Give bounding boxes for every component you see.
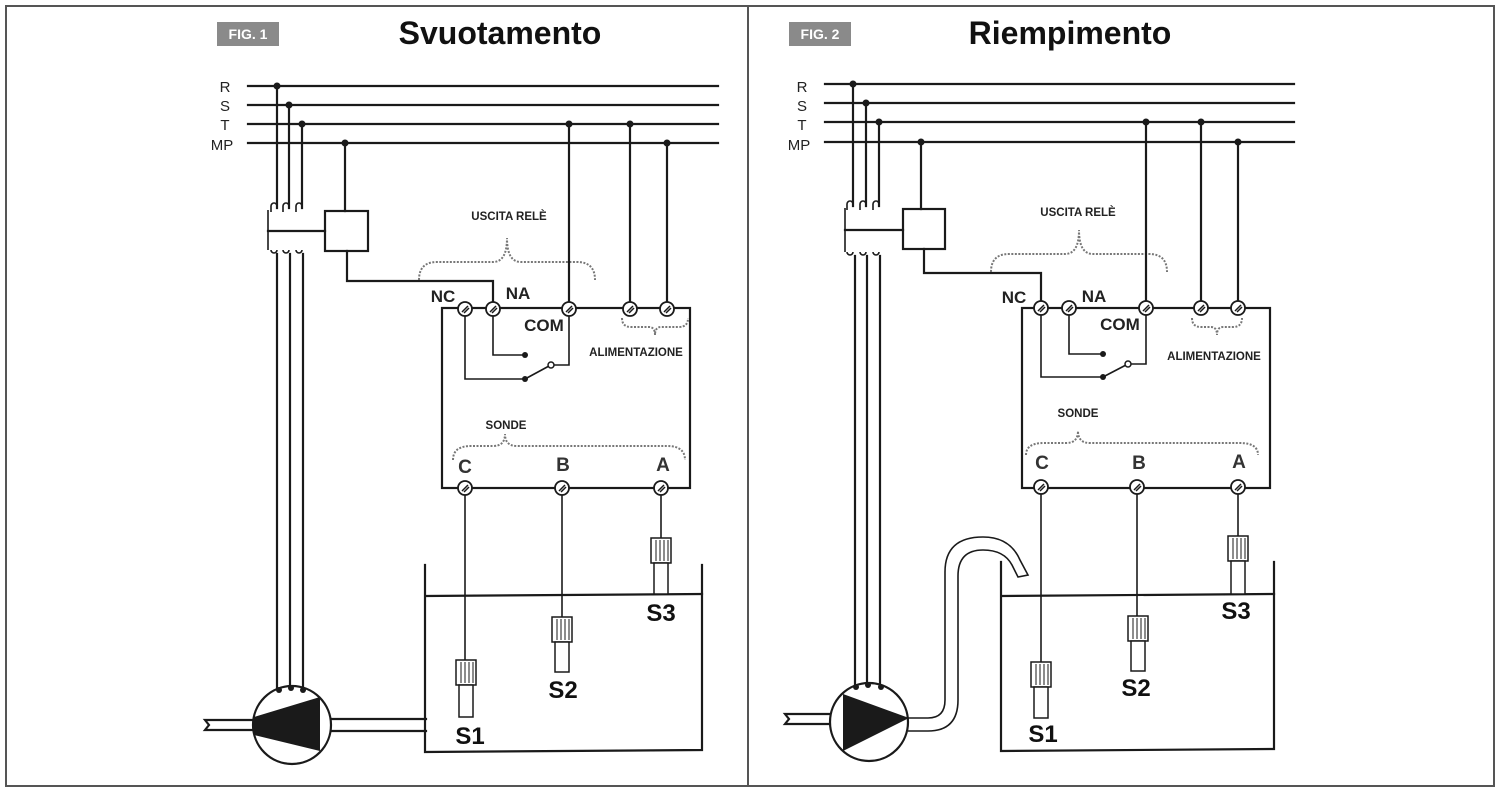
probe-term-label-b: B xyxy=(556,455,570,476)
tank xyxy=(999,560,1276,753)
probe-term-label-c: C xyxy=(1035,453,1049,474)
bus-labels: R S T MP xyxy=(211,79,234,154)
relay-output-label: USCITA RELÈ xyxy=(1040,206,1116,219)
probes-brace xyxy=(452,433,686,461)
bus-label-mp: MP xyxy=(788,137,811,154)
contactor-coil xyxy=(323,209,370,253)
outer-frame xyxy=(5,5,1495,787)
probe-label-s1: S1 xyxy=(1028,721,1057,748)
bus-label-r: R xyxy=(797,79,808,96)
probe-term-label-c: C xyxy=(458,457,472,478)
probe-term-label-b: B xyxy=(1132,453,1146,474)
term-label-com: COM xyxy=(1100,315,1140,334)
pump xyxy=(782,681,910,763)
fig-tag: FIG. 1 xyxy=(217,22,279,46)
probe-label-s1: S1 xyxy=(455,723,484,750)
term-label-na: NA xyxy=(1082,287,1107,306)
probe-s1 xyxy=(1030,661,1052,719)
pump-triangle-icon xyxy=(843,694,909,751)
contactor-coil xyxy=(901,207,947,251)
power-label: ALIMENTAZIONE xyxy=(589,347,683,359)
bus-label-mp: MP xyxy=(211,137,234,154)
probes-brace xyxy=(1025,430,1259,456)
probe-s3 xyxy=(650,537,672,595)
bus-label-t: T xyxy=(220,117,229,134)
probe-label-s2: S2 xyxy=(548,677,577,704)
figure-title: Riempimento xyxy=(969,15,1172,51)
bus-lines xyxy=(246,84,720,145)
term-label-na: NA xyxy=(506,284,531,303)
probe-label-s2: S2 xyxy=(1121,675,1150,702)
probe-s1 xyxy=(455,659,477,718)
relay-switch xyxy=(1040,308,1147,380)
junctions xyxy=(273,82,671,147)
figure-1-emptying: FIG. 1 Svuotamento R S T MP xyxy=(202,15,720,766)
bus-label-t: T xyxy=(797,117,806,134)
figure-title: Svuotamento xyxy=(399,15,602,51)
term-label-nc: NC xyxy=(1002,288,1027,307)
bus-label-r: R xyxy=(220,79,231,96)
pump xyxy=(202,684,428,766)
probe-s3 xyxy=(1227,535,1249,595)
probe-label-s3: S3 xyxy=(646,600,675,627)
probe-s2 xyxy=(551,616,573,673)
discharge-pipe xyxy=(908,536,1030,732)
relay-output-brace xyxy=(990,229,1168,273)
relay-output-label: USCITA RELÈ xyxy=(471,210,547,223)
junctions xyxy=(849,80,1242,146)
power-label: ALIMENTAZIONE xyxy=(1167,351,1261,363)
pump-triangle-icon xyxy=(254,697,320,751)
water-level xyxy=(1000,592,1276,598)
term-label-nc: NC xyxy=(431,287,456,306)
relay-terminals xyxy=(457,301,675,317)
power-brace xyxy=(621,317,689,336)
fig-tag-label: FIG. 1 xyxy=(229,26,268,42)
probe-term-label-a: A xyxy=(656,455,670,476)
term-label-com: COM xyxy=(524,316,564,335)
probe-s2 xyxy=(1127,615,1149,672)
probes-label: SONDE xyxy=(486,420,527,432)
figure-2-filling: FIG. 2 Riempimento R S T MP xyxy=(782,15,1296,763)
bus-lines xyxy=(823,82,1296,144)
relay-terminals xyxy=(1033,300,1246,316)
contactor xyxy=(266,84,495,692)
contactor xyxy=(843,82,1043,690)
bus-label-s: S xyxy=(797,98,807,115)
probe-label-s3: S3 xyxy=(1221,598,1250,625)
fig-tag: FIG. 2 xyxy=(789,22,851,46)
probe-term-label-a: A xyxy=(1232,452,1246,473)
bus-label-s: S xyxy=(220,98,230,115)
power-brace xyxy=(1191,317,1243,336)
probes-label: SONDE xyxy=(1058,408,1099,420)
bus-labels: R S T MP xyxy=(788,79,811,154)
relay-output-brace xyxy=(418,237,596,281)
relay-switch xyxy=(464,308,570,382)
fig-tag-label: FIG. 2 xyxy=(801,26,840,42)
probe-terminals xyxy=(1033,479,1246,495)
